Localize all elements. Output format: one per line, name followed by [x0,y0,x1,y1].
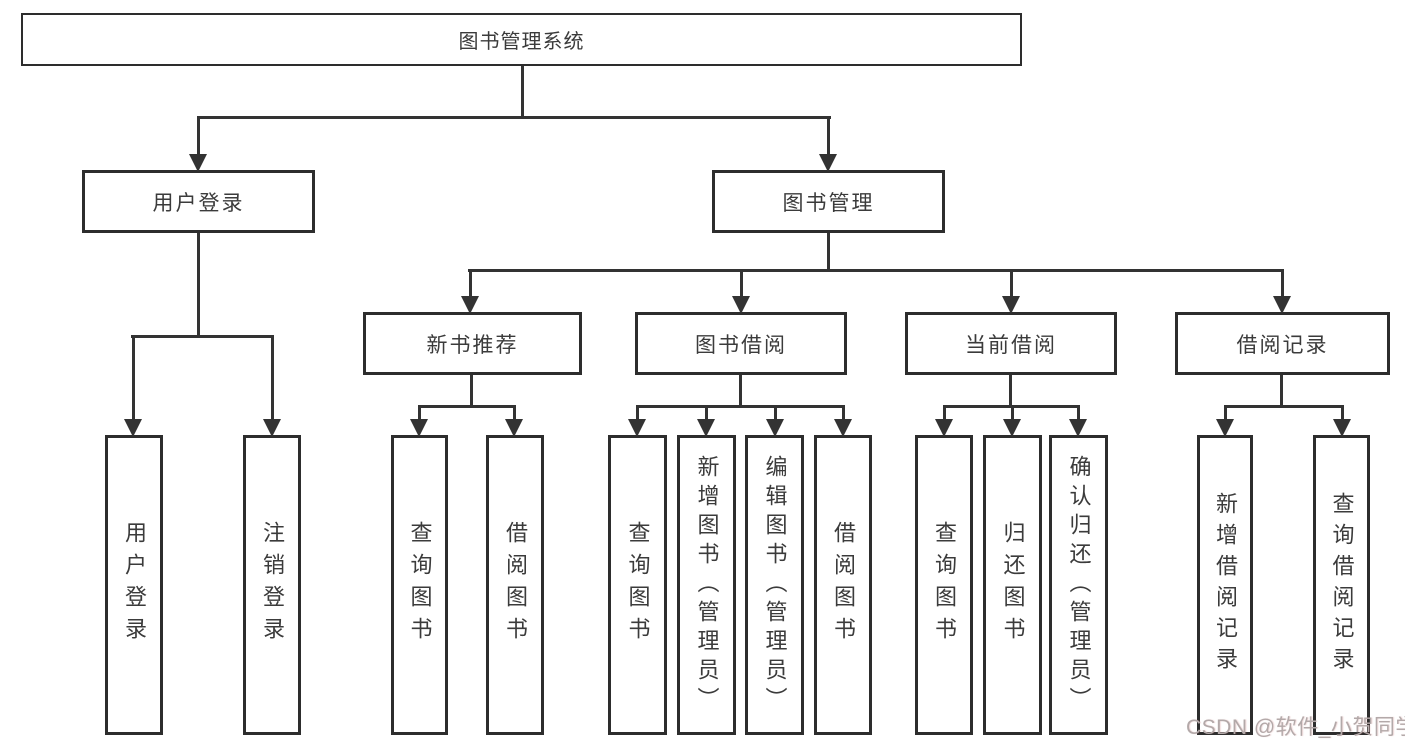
leaf-br-add-record: 新增借阅记录 [1197,435,1253,735]
arrow-down-icon [1333,419,1351,437]
connector-stem-book-borrow [739,375,742,407]
connector-branch-level3 [468,269,1284,272]
leaf-nbr-borrow-books: 借阅图书 [486,435,544,735]
connector-arrow-cb-return [1003,407,1021,437]
arrow-down-icon [189,154,207,172]
leaf-nbr-borrow-books-label: 借阅图书 [503,521,528,649]
node-book-borrow: 图书借阅 [635,312,847,375]
leaf-cb-return-books: 归还图书 [983,435,1042,735]
connector-branch-level2 [197,116,831,119]
connector-stem-borrow-records [1280,375,1283,407]
leaf-logout: 注销登录 [243,435,301,735]
leaf-bb-edit-book-admin: 编辑图书（管理员） [745,435,804,735]
connector-stem-root [521,66,524,118]
node-borrow-records: 借阅记录 [1175,312,1390,375]
arrow-down-icon [628,419,646,437]
leaf-bb-add-book-admin: 新增图书（管理员） [677,435,736,735]
leaf-cb-query-books: 查询图书 [915,435,973,735]
leaf-br-query-record-label: 查询借阅记录 [1329,492,1355,678]
connector-arrow-user-login [189,118,207,172]
arrow-down-icon [697,419,715,437]
connector-branch-borrow-records [1224,405,1344,408]
connector-arrow-leaf-logout [263,337,281,437]
connector-branch-current-borrow [943,405,1080,408]
node-borrow-records-label: 借阅记录 [1236,333,1329,357]
leaf-cb-confirm-return-admin-label: 确认归还（管理员） [1066,454,1092,716]
leaf-user-login-label: 用户登录 [122,521,147,649]
leaf-bb-query-books-label: 查询图书 [625,521,651,649]
connector-arrow-br-add [1216,407,1234,437]
connector-arrow-bb-add [697,407,715,437]
leaf-bb-borrow-books: 借阅图书 [814,435,872,735]
connector-arrow-cb-confirm [1069,407,1087,437]
connector-branch-new-book-recommend [418,405,516,408]
connector-branch-user-login [131,335,274,338]
arrow-down-icon [410,419,428,437]
watermark-text: CSDN @软件_小贺同学 [1186,716,1405,739]
connector-arrow-bb-query [628,407,646,437]
connector-stem-book-management [827,233,830,272]
connector-arrow-nbr-borrow [505,407,523,437]
node-current-borrow-label: 当前借阅 [965,333,1057,357]
node-book-borrow-label: 图书借阅 [695,333,787,357]
leaf-br-add-record-label: 新增借阅记录 [1213,492,1238,678]
arrow-down-icon [732,296,750,314]
arrow-down-icon [461,296,479,314]
node-user-login-label: 用户登录 [152,191,245,215]
leaf-nbr-query-books-label: 查询图书 [407,521,433,649]
leaf-cb-query-books-label: 查询图书 [932,521,957,649]
connector-arrow-book-management [819,118,837,172]
node-book-management: 图书管理 [712,170,945,233]
arrow-down-icon [935,419,953,437]
arrow-down-icon [819,154,837,172]
connector-arrow-leaf-user-login [124,337,142,437]
arrow-down-icon [263,419,281,437]
arrow-down-icon [834,419,852,437]
node-new-book-recommend-label: 新书推荐 [426,333,519,357]
arrow-down-icon [1003,419,1021,437]
leaf-bb-query-books: 查询图书 [608,435,667,735]
connector-arrow-bb-borrow [834,407,852,437]
connector-stem-new-book-recommend [470,375,473,407]
leaf-logout-label: 注销登录 [260,521,285,649]
node-new-book-recommend: 新书推荐 [363,312,582,375]
node-book-management-label: 图书管理 [782,191,875,215]
node-current-borrow: 当前借阅 [905,312,1117,375]
leaf-nbr-query-books: 查询图书 [391,435,448,735]
connector-arrow-new-book-recommend [461,271,479,314]
arrow-down-icon [1069,419,1087,437]
leaf-bb-borrow-books-label: 借阅图书 [831,521,856,649]
node-user-login: 用户登录 [82,170,315,233]
connector-branch-book-borrow [636,405,845,408]
leaf-cb-return-books-label: 归还图书 [1000,521,1026,649]
leaf-cb-confirm-return-admin: 确认归还（管理员） [1049,435,1108,735]
arrow-down-icon [1002,296,1020,314]
arrow-down-icon [766,419,784,437]
connector-stem-current-borrow [1009,375,1012,407]
connector-arrow-book-borrow [732,271,750,314]
node-system-root-label: 图书管理系统 [458,31,585,53]
leaf-bb-add-book-admin-label: 新增图书（管理员） [694,454,720,716]
arrow-down-icon [1216,419,1234,437]
arrow-down-icon [505,419,523,437]
leaf-bb-edit-book-admin-label: 编辑图书（管理员） [762,454,788,716]
connector-arrow-bb-edit [766,407,784,437]
arrow-down-icon [124,419,142,437]
connector-arrow-nbr-query [410,407,428,437]
connector-arrow-borrow-records [1273,271,1291,314]
arrow-down-icon [1273,296,1291,314]
leaf-user-login: 用户登录 [105,435,163,735]
connector-stem-user-login [197,233,200,337]
leaf-br-query-record: 查询借阅记录 [1313,435,1370,735]
connector-arrow-cb-query [935,407,953,437]
node-system-root: 图书管理系统 [21,13,1022,66]
connector-arrow-br-query [1333,407,1351,437]
connector-arrow-current-borrow [1002,271,1020,314]
